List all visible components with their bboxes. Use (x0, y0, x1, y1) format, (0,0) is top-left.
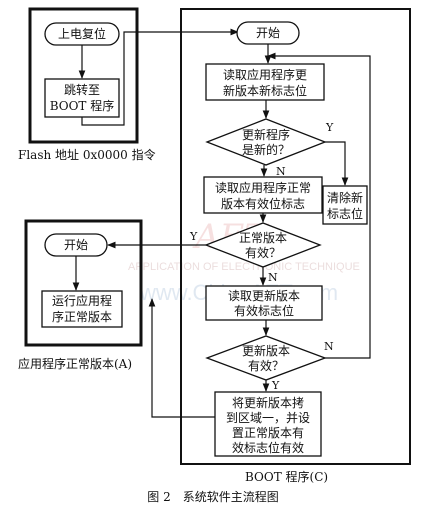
jump-to-boot-node (44, 78, 120, 118)
update-valid-label-2: 有效？ (248, 358, 284, 373)
app-caption: 应用程序正常版本(A) (18, 356, 132, 371)
read-update-valid-label-1: 读取更新版本 (228, 288, 300, 303)
edge-copy-to-app (148, 298, 215, 418)
run-app-label-1: 运行应用程 (52, 293, 112, 308)
copy-and-set-label-2: 到区域一，并设 (226, 411, 310, 425)
watermark-line1: APPLICATION OF ELECTRONIC TECHNIQUE (128, 261, 360, 273)
copy-and-set-label-3: 置正常版本有 (232, 426, 304, 440)
update-valid-label-1: 更新版本 (242, 343, 290, 358)
read-update-valid-node (205, 285, 323, 321)
run-app-label-2: 序正常版本 (52, 309, 112, 324)
clear-new-flag-label-2: 标志位 (327, 206, 363, 221)
update-valid-no-label: N (324, 340, 334, 353)
figure-caption: 图 2 系统软件主流程图 (147, 489, 278, 504)
boot-start-label: 开始 (256, 26, 280, 40)
read-update-flag-node (205, 63, 325, 101)
clear-new-flag-label-1: 清除新 (327, 190, 363, 205)
normal-valid-no-label: N (268, 271, 278, 284)
run-app-node (41, 290, 123, 328)
power-on-reset-label: 上电复位 (58, 26, 106, 41)
jump-to-boot-label-1: 跳转至 (64, 82, 100, 97)
read-normal-flag-label-2: 版本有效位标志 (221, 196, 305, 211)
edge-update-valid-no-loop (267, 52, 371, 359)
read-update-valid-label-2: 有效标志位 (234, 303, 294, 318)
read-update-flag-label-2: 新版本新标志位 (223, 83, 307, 98)
boot-caption: BOOT 程序(C) (245, 469, 328, 484)
normal-valid-label-2: 有效？ (245, 245, 281, 260)
app-start-label: 开始 (64, 238, 88, 252)
edge-jump-to-boot-start (81, 28, 239, 126)
read-normal-flag-node (203, 176, 323, 214)
clear-new-flag-node (322, 185, 368, 225)
update-valid-decision (205, 335, 327, 381)
copy-and-set-label-4: 效标志位有效 (232, 440, 304, 455)
normal-valid-yes-label: Y (189, 230, 198, 243)
read-update-flag-label-1: 读取应用程序更 (223, 67, 307, 82)
copy-and-set-label-1: 将更新版本拷 (232, 395, 304, 410)
is-update-new-label-2: 是新的？ (242, 142, 290, 157)
flash-frame (28, 7, 139, 144)
edge-is-new-yes (325, 141, 349, 186)
read-normal-flag-label-1: 读取应用程序正常 (215, 180, 311, 195)
jump-to-boot-label-2: BOOT 程序 (50, 98, 115, 113)
update-valid-yes-label: Y (271, 379, 280, 392)
is-update-no-label: N (276, 165, 286, 178)
is-update-new-label-1: 更新程序 (242, 127, 290, 142)
is-update-new-decision (205, 118, 327, 166)
boot-frame (180, 8, 411, 465)
is-update-yes-label: Y (325, 121, 334, 134)
copy-and-set-node (214, 391, 322, 457)
normal-valid-label-1: 正常版本 (239, 231, 287, 245)
app-frame (24, 219, 143, 347)
flash-caption: Flash 地址 0x0000 指令 (18, 147, 156, 162)
